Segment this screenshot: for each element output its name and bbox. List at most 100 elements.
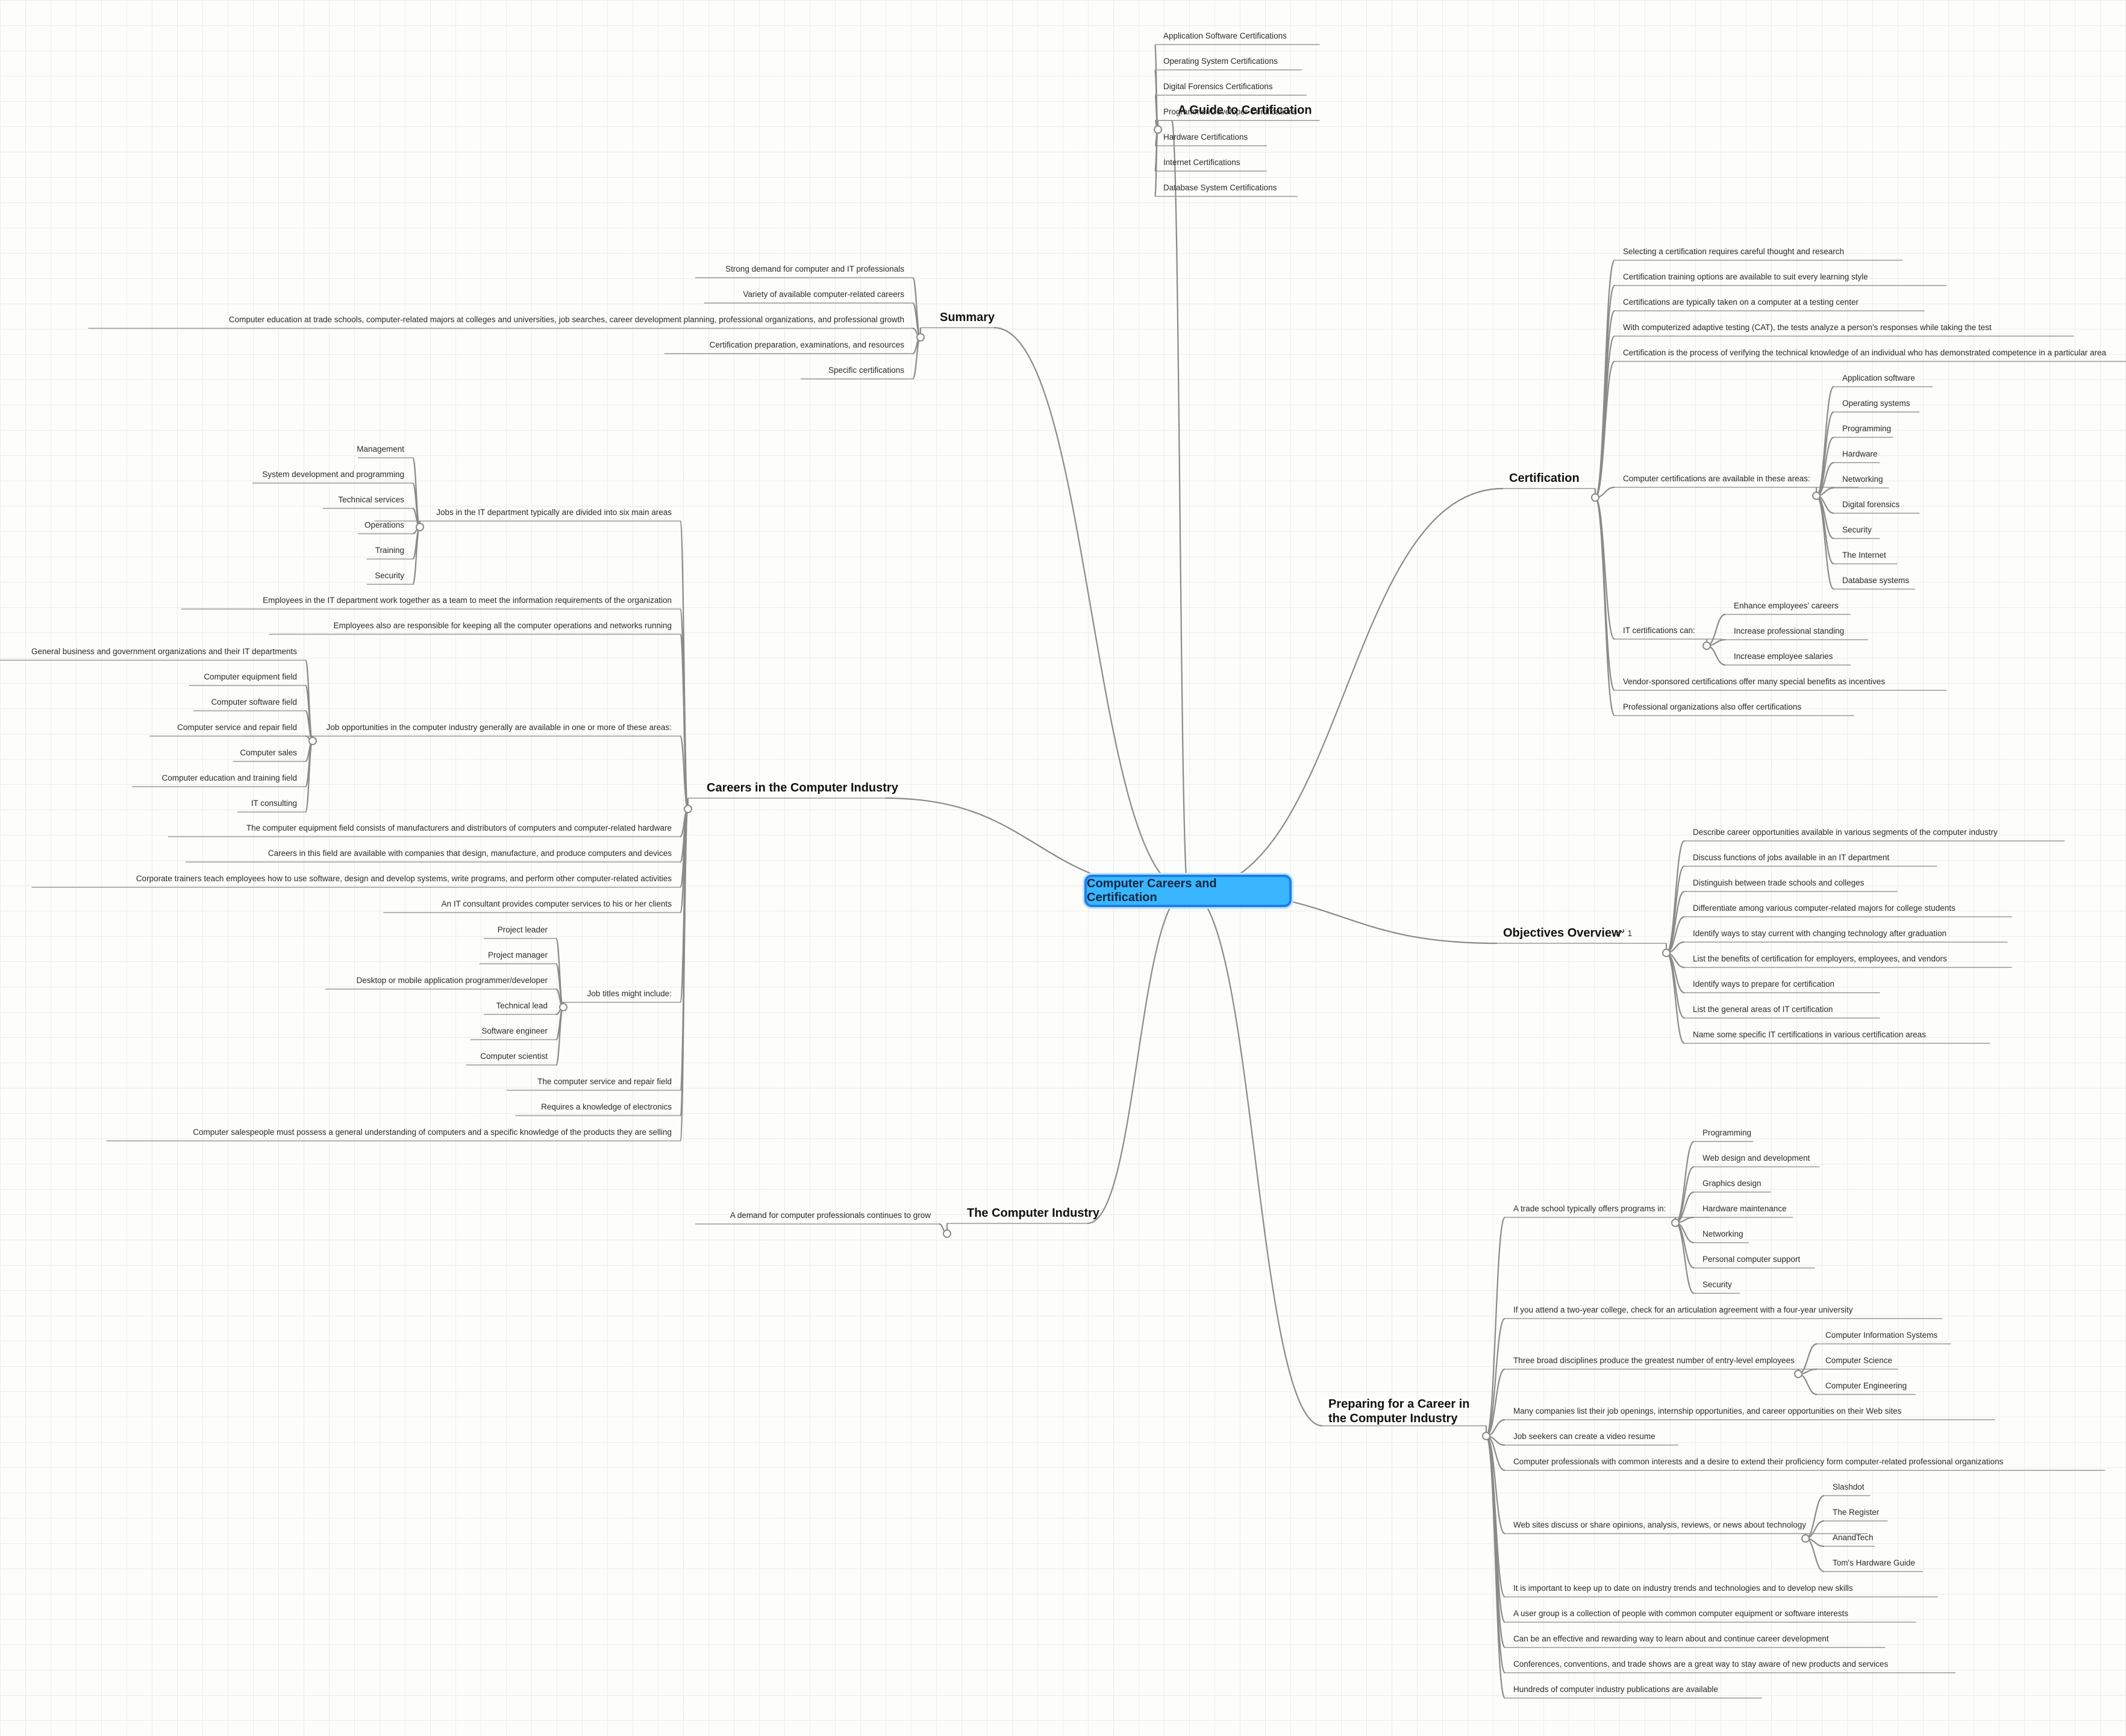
collapse-joint[interactable] (1794, 1370, 1802, 1378)
branch-objectives-item[interactable]: Differentiate among various computer-rel… (1693, 904, 1956, 913)
branch-careers-sub-item[interactable]: Computer equipment field (204, 672, 297, 681)
branch-careers-title[interactable]: Careers in the Computer Industry (707, 781, 899, 795)
collapse-joint[interactable] (308, 737, 317, 745)
branch-certification-sub-item[interactable]: Database systems (1842, 576, 1909, 585)
branch-careers-subtopic[interactable]: Job titles might include: (587, 989, 672, 998)
branch-certification-item[interactable]: Professional organizations also offer ce… (1623, 702, 1801, 711)
branch-preparing-item[interactable]: Conferences, conventions, and trade show… (1513, 1660, 1888, 1669)
branch-certification-sub-item[interactable]: Operating systems (1842, 399, 1910, 408)
collapse-joint[interactable] (1671, 1219, 1680, 1227)
branch-certification-sub-item[interactable]: The Internet (1842, 551, 1886, 560)
branch-certification-sub-item[interactable]: Digital forensics (1842, 500, 1900, 509)
branch-objectives-item[interactable]: List the general areas of IT certificati… (1693, 1005, 1833, 1014)
branch-objectives-item[interactable]: Describe career opportunities available … (1693, 828, 1998, 837)
collapse-joint[interactable] (916, 333, 925, 342)
branch-preparing-sub-item[interactable]: Computer Engineering (1825, 1381, 1907, 1390)
branch-preparing-sub-item[interactable]: Web design and development (1702, 1154, 1810, 1163)
collapse-joint[interactable] (1154, 125, 1162, 134)
branch-preparing-sub-item[interactable]: Networking (1702, 1229, 1743, 1238)
branch-careers-sub-item[interactable]: Computer software field (211, 698, 297, 707)
link-icon[interactable]: 1 (1616, 929, 1632, 938)
branch-summary-item[interactable]: Strong demand for computer and IT profes… (725, 264, 904, 273)
branch-preparing-title[interactable]: the Computer Industry (1328, 1412, 1458, 1425)
collapse-joint[interactable] (1702, 642, 1711, 650)
branch-careers-sub-item[interactable]: IT consulting (251, 799, 297, 808)
branch-preparing-sub-item[interactable]: Slashdot (1833, 1482, 1865, 1491)
branch-preparing-sub-item[interactable]: Computer Information Systems (1825, 1331, 1937, 1340)
collapse-joint[interactable] (1812, 492, 1821, 500)
branch-guide-item[interactable]: Hardware Certifications (1163, 133, 1248, 142)
branch-objectives-item[interactable]: List the benefits of certification for e… (1693, 954, 1947, 963)
branch-careers-item[interactable]: Corporate trainers teach employees how t… (136, 874, 672, 883)
branch-guide-item[interactable]: Programmer/Developer Certifications (1163, 107, 1297, 116)
branch-preparing-item[interactable]: Computer professionals with common inter… (1513, 1457, 2004, 1466)
branch-guide-item[interactable]: Internet Certifications (1163, 158, 1240, 167)
branch-summary-item[interactable]: Variety of available computer-related ca… (743, 290, 904, 299)
branch-careers-sub-item[interactable]: Software engineer (481, 1026, 548, 1035)
collapse-joint[interactable] (1482, 1432, 1490, 1440)
branch-certification-sub-item[interactable]: Programming (1842, 424, 1891, 433)
branch-objectives-item[interactable]: Distinguish between trade schools and co… (1693, 878, 1865, 887)
branch-preparing-item[interactable]: It is important to keep up to date on in… (1513, 1584, 1853, 1593)
branch-preparing-item[interactable]: Hundreds of computer industry publicatio… (1513, 1685, 1718, 1694)
branch-careers-subtopic[interactable]: Job opportunities in the computer indust… (327, 723, 672, 732)
branch-preparing-item[interactable]: If you attend a two-year college, check … (1513, 1305, 1853, 1314)
branch-guide-item[interactable]: Digital Forensics Certifications (1163, 82, 1273, 91)
branch-careers-sub-item[interactable]: Training (375, 546, 404, 555)
branch-careers-sub-item[interactable]: Technical services (338, 495, 404, 504)
branch-certification-subtopic[interactable]: IT certifications can: (1623, 626, 1695, 635)
branch-careers-sub-item[interactable]: Technical lead (496, 1001, 548, 1010)
branch-preparing-item[interactable]: Job seekers can create a video resume (1513, 1432, 1655, 1441)
collapse-joint[interactable] (943, 1229, 951, 1238)
branch-careers-subtopic[interactable]: Jobs in the IT department typically are … (436, 508, 672, 517)
branch-summary-item[interactable]: Certification preparation, examinations,… (710, 340, 905, 349)
branch-preparing-item[interactable]: Can be an effective and rewarding way to… (1513, 1634, 1829, 1643)
collapse-joint[interactable] (1591, 493, 1599, 502)
branch-careers-item[interactable]: Computer salespeople must possess a gene… (193, 1128, 672, 1137)
branch-objectives-item[interactable]: Identify ways to prepare for certificati… (1693, 979, 1834, 988)
root-topic[interactable]: Computer Careers and Certification (1084, 875, 1292, 907)
branch-careers-sub-item[interactable]: Management (357, 445, 404, 454)
branch-objectives-item[interactable]: Name some specific IT certifications in … (1693, 1030, 1926, 1039)
branch-preparing-sub-item[interactable]: Graphics design (1702, 1179, 1762, 1188)
branch-careers-sub-item[interactable]: Operations (364, 520, 404, 529)
branch-certification-subtopic[interactable]: Computer certifications are available in… (1623, 474, 1810, 483)
branch-certification-sub-item[interactable]: Application software (1842, 373, 1915, 382)
branch-certification-item[interactable]: With computerized adaptive testing (CAT)… (1623, 323, 1992, 332)
branch-preparing-sub-item[interactable]: Programming (1702, 1128, 1751, 1137)
branch-careers-item[interactable]: The computer equipment field consists of… (246, 823, 672, 832)
branch-objectives-title[interactable]: Objectives Overview (1503, 926, 1621, 940)
branch-certification-sub-item[interactable]: Enhance employees' careers (1734, 601, 1839, 610)
branch-objectives-item[interactable]: Identify ways to stay current with chang… (1693, 929, 1946, 938)
branch-certification-sub-item[interactable]: Increase professional standing (1734, 626, 1844, 635)
branch-careers-sub-item[interactable]: System development and programming (262, 470, 404, 479)
branch-careers-item[interactable]: Employees also are responsible for keepi… (334, 621, 672, 630)
branch-certification-sub-item[interactable]: Increase employee salaries (1734, 652, 1833, 661)
branch-summary-title[interactable]: Summary (940, 311, 995, 324)
branch-summary-item[interactable]: Specific certifications (828, 366, 904, 375)
branch-careers-item[interactable]: An IT consultant provides computer servi… (442, 899, 672, 908)
branch-preparing-sub-item[interactable]: The Register (1833, 1508, 1880, 1517)
branch-preparing-sub-item[interactable]: Hardware maintenance (1702, 1204, 1787, 1213)
branch-preparing-sub-item[interactable]: Tom's Hardware Guide (1833, 1558, 1915, 1567)
branch-careers-sub-item[interactable]: Project leader (498, 925, 548, 934)
branch-guide-title[interactable]: A Guide to Certification (1178, 104, 1312, 117)
branch-careers-sub-item[interactable]: Computer sales (240, 748, 297, 757)
branch-guide-item[interactable]: Database System Certifications (1163, 183, 1277, 192)
branch-industry-item[interactable]: A demand for computer professionals cont… (730, 1211, 931, 1220)
branch-careers-sub-item[interactable]: General business and government organiza… (31, 647, 297, 656)
branch-careers-sub-item[interactable]: Desktop or mobile application programmer… (357, 976, 548, 985)
branch-preparing-sub-item[interactable]: Personal computer support (1702, 1255, 1800, 1264)
branch-preparing-sub-item[interactable]: AnandTech (1833, 1533, 1874, 1542)
branch-careers-sub-item[interactable]: Security (375, 571, 404, 580)
collapse-joint[interactable] (559, 1003, 567, 1011)
branch-careers-item[interactable]: The computer service and repair field (537, 1077, 672, 1086)
branch-preparing-sub-item[interactable]: Security (1702, 1280, 1732, 1289)
branch-certification-item[interactable]: Selecting a certification requires caref… (1623, 247, 1844, 256)
branch-preparing-item[interactable]: Many companies list their job openings, … (1513, 1407, 1902, 1416)
branch-certification-sub-item[interactable]: Networking (1842, 475, 1883, 484)
branch-certification-item[interactable]: Certifications are typically taken on a … (1623, 298, 1859, 307)
branch-preparing-item[interactable]: A user group is a collection of people w… (1513, 1609, 1848, 1618)
branch-preparing-subtopic[interactable]: Web sites discuss or share opinions, ana… (1513, 1520, 1806, 1529)
branch-certification-item[interactable]: Vendor-sponsored certifications offer ma… (1623, 677, 1885, 686)
